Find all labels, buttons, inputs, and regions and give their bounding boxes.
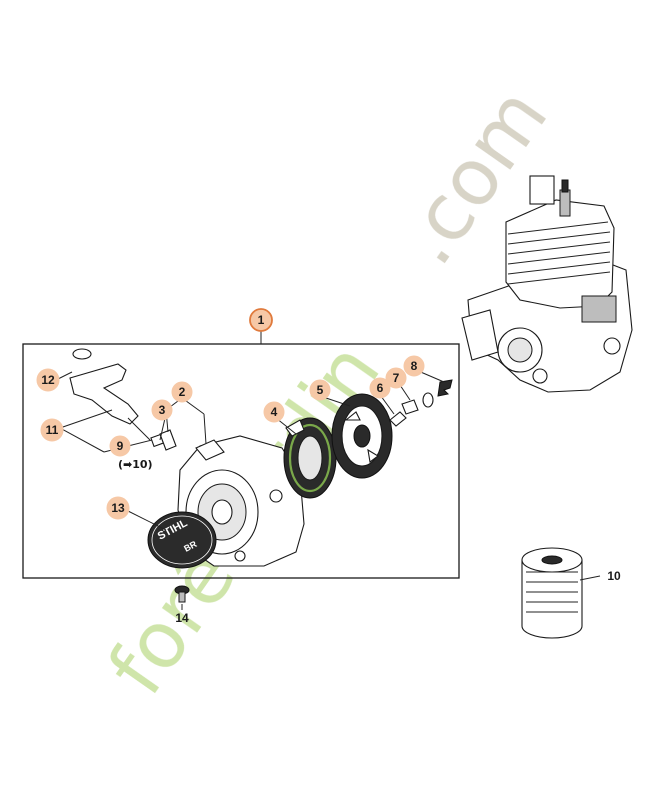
svg-text:12: 12: [41, 373, 55, 387]
emblem-plate: STIHL BR: [147, 511, 217, 569]
rope-spool: [521, 547, 601, 639]
callout-4[interactable]: 4: [263, 401, 285, 423]
svg-text:8: 8: [411, 359, 418, 373]
callout-2[interactable]: 2: [171, 381, 193, 403]
callout-8[interactable]: 8: [403, 355, 425, 377]
rope-rotor: [331, 393, 393, 479]
pawl-spring-clip: [389, 379, 453, 427]
rope-guide: [150, 429, 177, 451]
callout-9[interactable]: 9: [109, 435, 131, 457]
screw: [174, 585, 190, 603]
rewind-spring: [283, 417, 337, 499]
callout-11[interactable]: 11: [40, 418, 64, 442]
svg-text:10: 10: [607, 569, 621, 583]
svg-text:9: 9: [117, 439, 124, 453]
svg-text:1: 1: [258, 313, 265, 327]
starter-grip: [69, 348, 151, 441]
svg-text:5: 5: [317, 383, 324, 397]
svg-text:7: 7: [393, 371, 400, 385]
callout-13[interactable]: 13: [106, 496, 130, 520]
callout-1[interactable]: 1: [249, 308, 273, 332]
svg-text:13: 13: [111, 501, 125, 515]
callout-12[interactable]: 12: [36, 368, 60, 392]
svg-text:3: 3: [159, 403, 166, 417]
callout-10[interactable]: 10: [607, 569, 621, 583]
assembly-frame: [22, 343, 460, 579]
svg-text:11: 11: [46, 423, 59, 437]
reference-note: (➡10): [118, 458, 153, 471]
callout-3[interactable]: 3: [151, 399, 173, 421]
callout-14[interactable]: 14: [175, 611, 189, 625]
svg-text:2: 2: [179, 385, 186, 399]
svg-text:6: 6: [377, 381, 384, 395]
svg-text:4: 4: [271, 405, 278, 419]
callout-5[interactable]: 5: [309, 379, 331, 401]
engine-block: [461, 175, 633, 393]
callout-6[interactable]: 6: [369, 377, 391, 399]
callout-7[interactable]: 7: [385, 367, 407, 389]
svg-text:14: 14: [175, 611, 189, 625]
